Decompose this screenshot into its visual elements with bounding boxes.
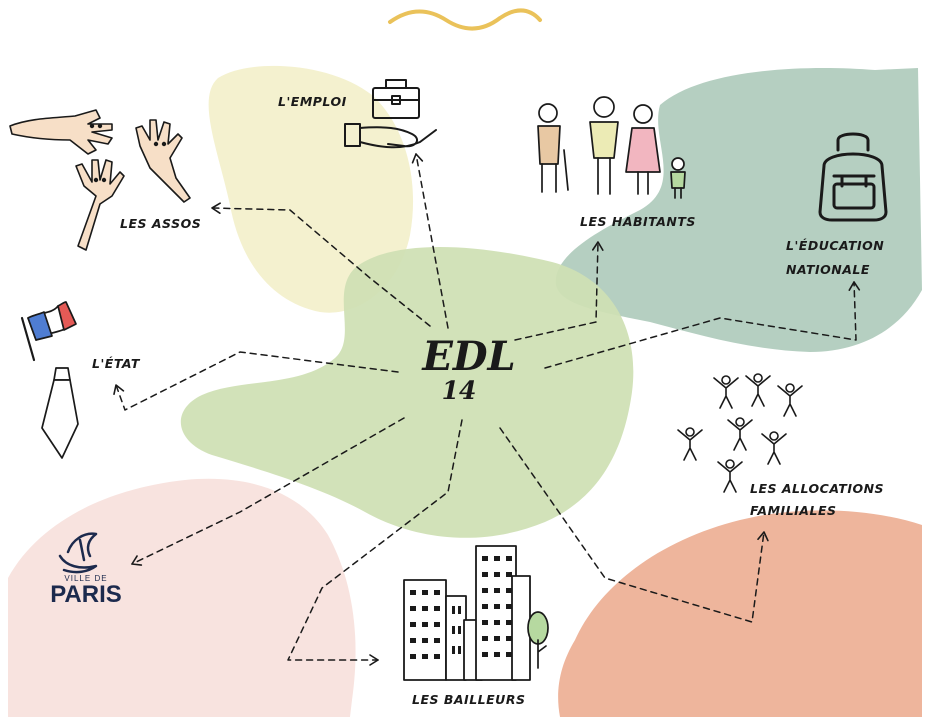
- arrow-to-assos: [211, 202, 431, 327]
- label-education-line1: L'ÉDUCATION: [786, 238, 885, 253]
- buildings-icon: [403, 545, 531, 681]
- teal-blob: [555, 67, 922, 352]
- backpack-icon: [818, 132, 888, 222]
- label-assos: LES ASSOS: [120, 216, 202, 231]
- flag-icon: [20, 301, 77, 362]
- label-emploi: L'EMPLOI: [278, 94, 347, 109]
- arrow-to-allocations: [499, 427, 769, 623]
- label-allocations-line2: FAMILIALES: [750, 503, 837, 518]
- label-allocations: LES ALLOCATIONS FAMILIALES: [750, 478, 884, 522]
- briefcase-hand-icon: [344, 79, 437, 149]
- tree-icon: [527, 611, 549, 669]
- label-allocations-line1: LES ALLOCATIONS: [750, 481, 885, 496]
- arrow-to-emploi: [411, 153, 449, 329]
- arrow-to-education: [544, 281, 861, 369]
- background-blobs: [8, 65, 922, 717]
- center-title: EDL: [422, 333, 516, 380]
- green-blob: [180, 247, 634, 538]
- label-education-line2: NATIONALE: [786, 262, 870, 277]
- center-node: EDL 14: [408, 333, 530, 404]
- waving-hands-icon: [9, 109, 191, 251]
- arrow-to-etat: [113, 351, 399, 411]
- family-icon: [537, 96, 686, 199]
- arrow-to-habitants: [514, 241, 604, 341]
- label-habitants: LES HABITANTS: [580, 214, 696, 229]
- label-education: L'ÉDUCATION NATIONALE: [786, 234, 884, 282]
- paris-logo-line2: PARIS: [50, 581, 122, 608]
- connectors: [113, 153, 861, 666]
- people-group-icon: [677, 373, 803, 493]
- tie-icon: [41, 367, 79, 459]
- label-etat: L'ÉTAT: [92, 356, 140, 371]
- label-bailleurs: LES BAILLEURS: [412, 692, 526, 707]
- wave-ornament: [388, 8, 542, 31]
- paris-logo-icon: [58, 532, 98, 574]
- orange-blob: [558, 510, 922, 717]
- paris-logo: VILLE DE PARIS: [46, 536, 126, 607]
- pink-blob: [8, 478, 356, 717]
- arrow-to-bailleurs: [287, 419, 463, 666]
- center-subtitle: 14: [441, 376, 477, 405]
- arrow-to-paris: [131, 417, 405, 566]
- paris-logo-line1: VILLE DE: [64, 574, 108, 583]
